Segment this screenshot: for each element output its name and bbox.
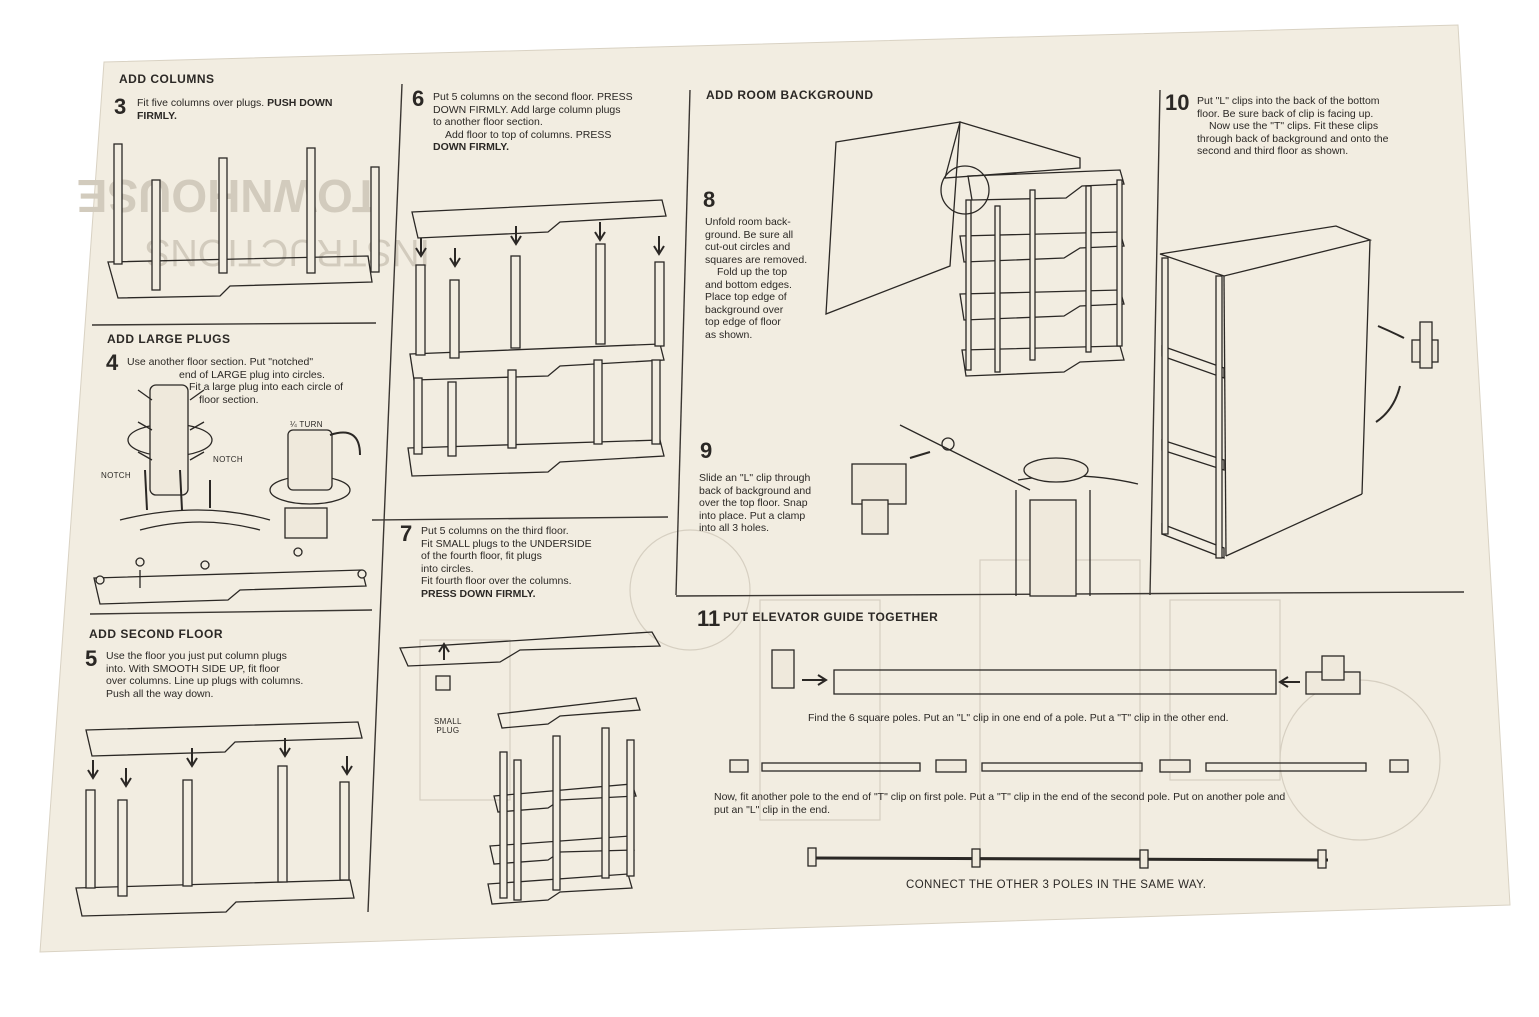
step6-line4: Add floor to top of columns. PRESS [445,128,612,141]
step-number-4: 4 [106,350,119,375]
step10-line1: Put "L" clips into the back of the botto… [1197,95,1380,107]
step10-line4: through back of background and onto the [1197,132,1389,145]
step-number-9: 9 [700,438,713,463]
step8-line2: ground. Be sure all [705,228,794,241]
step4-drawing [93,384,367,605]
step-number-10: 10 [1165,90,1190,115]
label-small-plug-line2: PLUG [436,726,460,735]
step4-line2: end of LARGE plug into circles. [179,368,325,381]
step7-line1: Put 5 columns on the third floor. [421,525,569,537]
step7-line3: of the fourth floor, fit plugs [421,550,542,562]
step8-line9: top edge of floor [705,316,781,328]
step-number-5: 5 [85,646,98,671]
step-number-8: 8 [703,187,716,212]
step9-line5: into all 3 holes. [699,522,770,534]
step10-drawing [1159,225,1439,559]
step6-line2: DOWN FIRMLY. Add large column plugs [433,103,621,116]
step8-drawing [825,121,1125,377]
step8-text: Unfold room back- ground. Be sure all cu… [705,216,825,341]
step5-line4: Push all the way down. [106,687,214,700]
step6-text: Put 5 columns on the second floor. PRESS… [433,91,673,154]
step8-line4: squares are removed. [705,253,808,266]
step9-line1: Slide an "L" clip through [699,472,811,484]
step4-line1: Use another floor section. Put "notched" [127,356,314,368]
step6-drawing [407,199,667,477]
step5-line3: over columns. Line up plugs with columns… [106,675,304,687]
step5-drawing [75,721,363,917]
section-header-add-columns: ADD COLUMNS [119,72,215,86]
step11-caption1: Find the 6 square poles. Put an "L" clip… [808,712,1229,724]
step6-line5: DOWN FIRMLY. [433,141,510,153]
section-header-elevator-guide: PUT ELEVATOR GUIDE TOGETHER [723,610,939,624]
step9-text: Slide an "L" clip through back of backgr… [699,472,839,535]
step9-line4: into place. Put a clamp [699,509,806,522]
step10-line2: floor. Be sure back of clip is facing up… [1197,107,1374,120]
label-small-plug-line1: SMALL [434,717,462,726]
step8-line6: and bottom edges. [705,278,792,291]
step4-line3: Fit a large plug into each circle of [189,381,344,393]
section-header-add-large-plugs: ADD LARGE PLUGS [107,332,231,346]
step10-line5: second and third floor as shown. [1197,145,1349,157]
step10-text: Put "L" clips into the back of the botto… [1197,95,1437,158]
step11-caption2: Now, fit another pole to the end of "T" … [714,791,1434,816]
step3-text-line1: Fit five columns over plugs. [137,97,265,109]
step8-line10: as shown. [705,328,753,341]
paper [39,24,1511,953]
step11-caption2-line2: put an "L" clip in the end. [714,803,831,816]
step7-line6: PRESS DOWN FIRMLY. [421,587,536,600]
label-notch-right: NOTCH [213,455,243,464]
step4-text: Use another floor section. Put "notched"… [127,356,377,406]
step9-line2: back of background and [699,484,812,497]
section-header-add-second-floor: ADD SECOND FLOOR [89,627,223,641]
label-small-plug: SMALL PLUG [434,717,462,735]
step6-line3: to another floor section. [433,116,543,128]
step11-caption2-line1: Now, fit another pole to the end of "T" … [714,791,1286,803]
step9-drawing [851,424,1139,597]
step11-caption3: CONNECT THE OTHER 3 POLES IN THE SAME WA… [906,879,1207,891]
step11-drawing [729,649,1409,869]
step7-line4: into circles. [421,562,474,575]
step3-text: Fit five columns over plugs. PUSH DOWN F… [137,97,332,122]
step7-line5: Fit fourth floor over the columns. [421,575,572,587]
step9-line3: over the top floor. Snap [699,497,808,509]
step7-drawing [399,631,662,905]
step4-line4: floor section. [199,393,259,406]
step5-line2: into. With SMOOTH SIDE UP, fit floor [106,662,280,675]
step8-line7: Place top edge of [705,291,787,303]
step8-line3: cut-out circles and [705,241,791,253]
step6-line1: Put 5 columns on the second floor. PRESS [433,91,633,103]
label-quarter-turn: ¼ TURN [290,420,323,429]
step-number-6: 6 [412,86,425,111]
step3-text-bold: PUSH DOWN [267,97,333,109]
step-number-3: 3 [114,94,127,119]
section-header-add-room-background: ADD ROOM BACKGROUND [706,88,874,102]
step8-line1: Unfold room back- [705,216,791,228]
step-number-7: 7 [400,521,413,546]
label-notch-left: NOTCH [101,471,131,480]
step10-line3: Now use the "T" clips. Fit these clips [1209,120,1379,132]
step5-line1: Use the floor you just put column plugs [106,650,287,662]
step8-line5: Fold up the top [717,266,788,278]
svg-text:TOWNHOUSE: TOWNHOUSE [77,170,380,222]
step8-line8: background over [705,303,784,316]
step-number-11: 11 [697,606,721,631]
step5-text: Use the floor you just put column plugs … [106,650,376,700]
step3-drawing [107,143,380,299]
step7-text: Put 5 columns on the third floor. Fit SM… [421,525,661,600]
step7-line2: Fit SMALL plugs to the UNDERSIDE [421,537,592,550]
svg-text:INSTRUCTIONS: INSTRUCTIONS [145,231,430,273]
step3-text-bold2: FIRMLY. [137,109,177,122]
